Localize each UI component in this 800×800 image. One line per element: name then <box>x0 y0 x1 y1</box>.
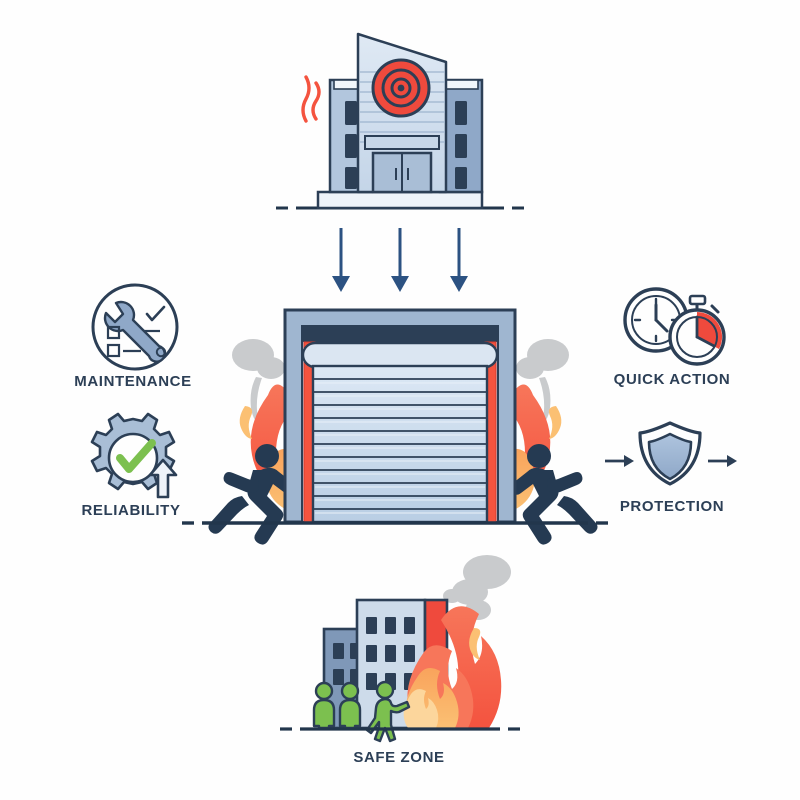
protection-icon <box>605 421 737 486</box>
alarm-sound-wave-icon <box>301 75 321 123</box>
person-standing-2 <box>338 681 362 730</box>
right-wing-windows <box>455 101 467 189</box>
arrow-down-3 <box>450 228 468 292</box>
shield-fill-icon <box>647 432 693 481</box>
protection-arrow-right <box>708 455 737 467</box>
label-maintenance: MAINTENANCE <box>74 373 192 390</box>
check-icon <box>145 305 166 322</box>
shutter-header-beam <box>302 326 498 342</box>
wrench-icon <box>103 300 166 363</box>
person-gesturing-3 <box>365 680 411 743</box>
shutter-slats <box>313 378 487 510</box>
quick-action-icon <box>623 287 726 366</box>
fire-shutter-scene <box>182 308 608 545</box>
right-smoke-icon <box>516 339 569 428</box>
building-lintel <box>364 135 440 150</box>
label-quick-action: QUICK ACTION <box>613 371 731 388</box>
arrow-down-2 <box>391 228 409 292</box>
fire-alarm-icon <box>371 58 431 118</box>
safe-zone-people-group <box>312 680 411 743</box>
left-smoke-icon <box>232 339 285 428</box>
reliability-icon <box>90 412 178 499</box>
protection-arrow-left <box>605 455 634 467</box>
downward-arrows-group <box>332 228 468 292</box>
bottom-flame-icon <box>403 606 502 728</box>
building-plinth <box>316 190 484 210</box>
green-check-icon <box>116 439 156 473</box>
shutter-roller-bar <box>301 341 499 369</box>
maintenance-icon <box>91 283 179 371</box>
stopwatch-icon <box>668 294 726 366</box>
person-standing-1 <box>312 681 336 730</box>
arrow-down-1 <box>332 228 350 292</box>
label-reliability: RELIABILITY <box>81 502 181 519</box>
safe-zone-scene <box>280 555 520 743</box>
label-protection: PROTECTION <box>619 498 725 515</box>
main-building-windows <box>366 617 415 690</box>
shutter-slat-highlights <box>315 382 485 514</box>
left-wing-windows <box>345 101 357 189</box>
up-arrow-icon <box>148 458 178 499</box>
label-safe-zone: SAFE ZONE <box>353 749 445 766</box>
top-alarm-building-scene <box>276 32 524 210</box>
